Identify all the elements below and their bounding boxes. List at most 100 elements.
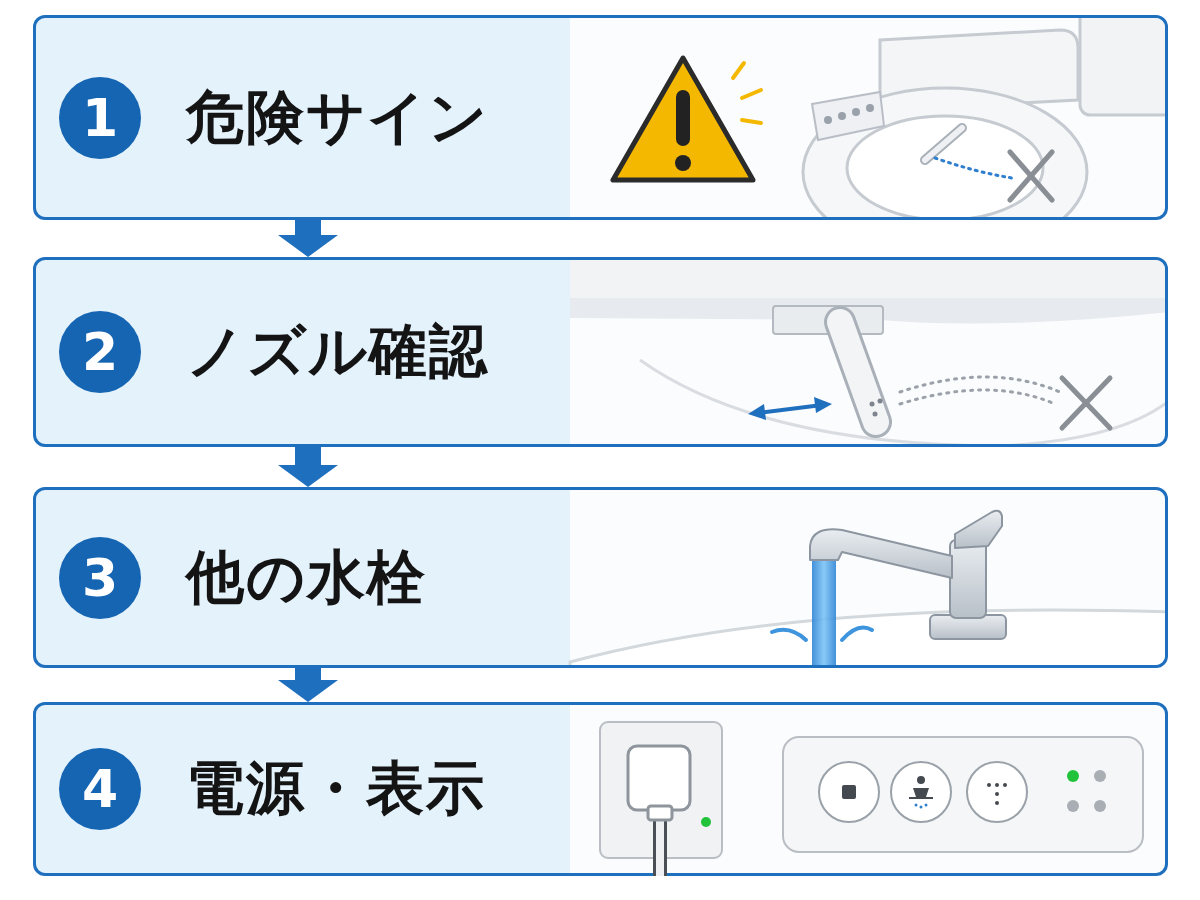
- move-arrow: [758, 405, 822, 413]
- wash-icon: [915, 804, 918, 807]
- number-circle: 3: [59, 537, 141, 619]
- nozzle: [925, 128, 962, 160]
- plug-neck: [648, 806, 672, 820]
- faucet-spout: [810, 529, 952, 578]
- stop-button: [819, 762, 879, 822]
- nozzle-hole: [870, 402, 875, 407]
- move-arrow-head: [814, 397, 832, 413]
- x-mark: [1010, 152, 1052, 200]
- flow-arrow: [278, 445, 338, 487]
- wall-outlet: [600, 722, 722, 858]
- power-led: [701, 817, 711, 827]
- alert-ray: [742, 90, 761, 98]
- alert-ray: [733, 63, 744, 78]
- move-arrow-head: [748, 404, 766, 420]
- nozzle: [840, 322, 876, 422]
- bidet-icon: [1003, 783, 1007, 787]
- power-cord: [656, 808, 664, 876]
- number-circle: 1: [59, 77, 141, 159]
- nozzle-illustration: [570, 260, 1165, 444]
- faucet-base: [930, 615, 1006, 639]
- toilet-tank: [1080, 18, 1165, 115]
- status-led: [1067, 800, 1079, 812]
- nozzle-hole: [873, 412, 878, 417]
- step-number: 3: [82, 552, 118, 604]
- step-title: ノズル確認: [186, 313, 489, 391]
- seat-underside: [570, 298, 1165, 324]
- exclamation-bar: [676, 90, 690, 146]
- nozzle-housing: [773, 306, 883, 334]
- step-number: 2: [82, 326, 118, 378]
- power-plug: [628, 746, 690, 810]
- faucet-lever: [955, 511, 1002, 548]
- nozzle: [925, 128, 962, 160]
- wash-button: [891, 762, 951, 822]
- step-box: 危険サイン 1: [33, 15, 1168, 220]
- panel-button: [824, 116, 832, 124]
- spray-dots: [900, 390, 1055, 404]
- number-circle: 4: [59, 748, 141, 830]
- toilet-bowl: [847, 116, 1043, 217]
- wash-icon: [909, 797, 933, 799]
- step-title: 他の水栓: [186, 539, 427, 617]
- bidet-icon: [995, 783, 999, 787]
- toilet-seat: [803, 88, 1087, 217]
- arrow-shaft: [295, 445, 321, 465]
- step-title: 危険サイン: [186, 79, 489, 157]
- basin: [570, 610, 1165, 665]
- water-splash: [842, 628, 872, 640]
- bowl-rim: [640, 360, 1165, 444]
- panel-button: [866, 104, 874, 112]
- wash-icon: [917, 776, 925, 784]
- step-box: 他の水栓 3: [33, 487, 1168, 668]
- x-mark: [1062, 378, 1110, 428]
- arrow-head: [278, 465, 338, 487]
- stop-icon: [842, 785, 856, 799]
- spray-dots: [935, 158, 1012, 178]
- bidet-icon: [995, 792, 999, 796]
- status-led: [1067, 770, 1079, 782]
- water-stream: [812, 560, 836, 665]
- exclamation-dot: [675, 155, 691, 171]
- spray-dots: [900, 377, 1060, 392]
- control-panel: [783, 737, 1143, 852]
- arrow-shaft: [295, 218, 321, 235]
- water-splash: [772, 630, 806, 640]
- step-box: ノズル確認 2: [33, 257, 1168, 447]
- step-box: 電源・表示 4: [33, 702, 1168, 876]
- nozzle: [840, 322, 876, 422]
- arrow-shaft: [295, 666, 321, 680]
- step-number: 4: [82, 763, 118, 815]
- alert-ray: [742, 120, 761, 123]
- arrow-head: [278, 235, 338, 257]
- side-panel: [812, 92, 884, 140]
- warning-triangle: [613, 58, 753, 180]
- bidet-icon: [995, 801, 999, 805]
- faucet-illustration: [570, 511, 1165, 665]
- power-cord: [653, 808, 667, 876]
- bidet-button: [967, 762, 1027, 822]
- number-circle: 2: [59, 311, 141, 393]
- step-number: 1: [82, 92, 118, 144]
- faucet-body: [950, 540, 986, 618]
- seat-edge: [570, 260, 1165, 298]
- panel-button: [852, 108, 860, 116]
- status-led: [1094, 770, 1106, 782]
- power-illustration: [600, 722, 1143, 876]
- wash-icon: [920, 806, 923, 809]
- x-mark: [1010, 152, 1052, 200]
- step-title: 電源・表示: [186, 750, 486, 828]
- status-led: [1094, 800, 1106, 812]
- toilet-lid: [880, 30, 1078, 110]
- flow-arrow: [278, 218, 338, 257]
- panel-button: [838, 112, 846, 120]
- toilet-warning-illustration: [613, 18, 1165, 217]
- x-mark: [1062, 378, 1110, 428]
- wash-icon: [925, 804, 928, 807]
- arrow-head: [278, 680, 338, 702]
- bidet-icon: [987, 783, 991, 787]
- nozzle-hole: [878, 399, 883, 404]
- wash-icon: [913, 788, 929, 797]
